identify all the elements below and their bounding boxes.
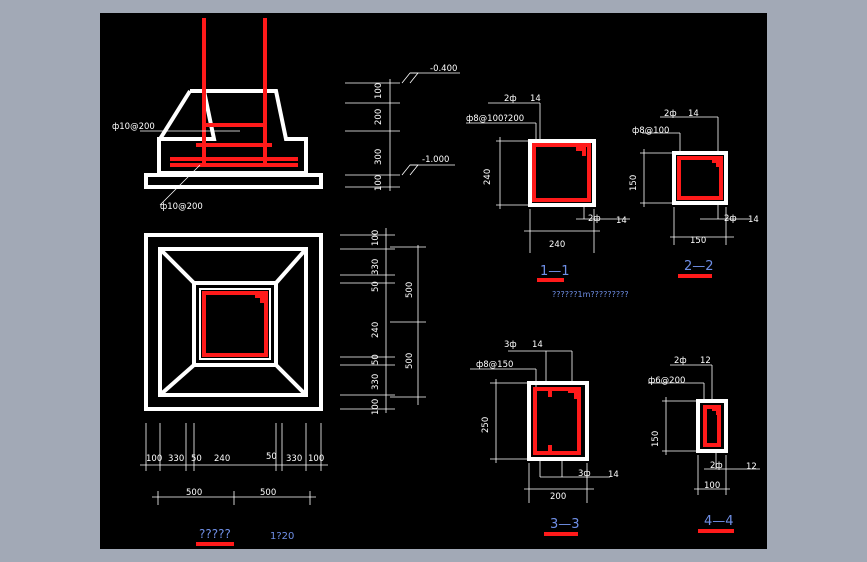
plan-hdim-6: 330 (286, 454, 302, 464)
s44-top-dia: 12 (700, 356, 711, 366)
foundation-title: ????? (199, 527, 231, 541)
s44-title: 4—4 (704, 514, 734, 529)
section-4-4 (648, 364, 760, 495)
s33-width: 200 (550, 492, 566, 502)
elevation-dimensions (345, 72, 460, 191)
s11-height: 240 (483, 169, 493, 185)
plan-vdim-5: 50 (371, 354, 381, 365)
s11-top-bar: 2ф (504, 94, 517, 104)
s33-title: 3—3 (550, 517, 580, 532)
foundation-top-rebar-label: ф10@200 (112, 122, 155, 132)
s33-bottom-dia: 14 (608, 470, 619, 480)
s44-height: 150 (651, 431, 661, 447)
plan-vdim-2: 330 (371, 259, 381, 275)
s22-bottom-dia: 14 (748, 215, 759, 225)
plan-htotal-2: 500 (260, 488, 276, 498)
foundation-bottom-rebar-label: ф10@200 (160, 202, 203, 212)
elev-dim-2: 200 (374, 109, 384, 125)
plan-vertical-dimensions (340, 228, 426, 413)
s33-bottom-bar: 3ф (578, 469, 591, 479)
plan-horizontal-dimensions (140, 423, 328, 505)
section-note: ??????1m????????? (552, 290, 629, 299)
s33-top-bar: 3ф (504, 340, 517, 350)
foundation-plan (144, 233, 323, 411)
s22-height: 150 (629, 175, 639, 191)
s22-title: 2—2 (684, 259, 714, 274)
s11-width: 240 (549, 240, 565, 250)
plan-vtotal-1: 500 (405, 282, 415, 298)
s11-stirrup: ф8@100?200 (466, 114, 524, 124)
s22-top-bar: 2ф (664, 109, 677, 119)
s33-stirrup: ф8@150 (476, 360, 513, 370)
s44-stirrup: ф6@200 (648, 376, 685, 386)
s44-bottom-dia: 12 (746, 462, 757, 472)
s33-height: 250 (481, 417, 491, 433)
foundation-elevation (140, 18, 323, 206)
s44-width: 100 (704, 481, 720, 491)
elevation-bottom-label: -1.000 (422, 155, 449, 165)
s33-top-dia: 14 (532, 340, 543, 350)
drawing-canvas: ф10@200 ф10@200 -0.400 -1.000 100 200 30… (100, 13, 767, 549)
plan-htotal-1: 500 (186, 488, 202, 498)
section-3-3 (470, 350, 610, 503)
s11-title: 1—1 (540, 264, 570, 279)
s11-bottom-bar: 2ф (588, 214, 601, 224)
section-2-2 (640, 116, 750, 245)
s11-bottom-dia: 14 (616, 216, 627, 226)
elev-dim-4: 100 (374, 175, 384, 191)
elev-dim-3: 300 (374, 149, 384, 165)
plan-vdim-1: 100 (371, 230, 381, 246)
foundation-scale: 1?20 (270, 531, 294, 542)
s22-width: 150 (690, 236, 706, 246)
plan-vdim-3: 50 (371, 281, 381, 292)
plan-hdim-7: 100 (308, 454, 324, 464)
plan-hdim-5: 50 (266, 452, 277, 462)
plan-vdim-4: 240 (371, 322, 381, 338)
plan-vtotal-2: 500 (405, 353, 415, 369)
s44-top-bar: 2ф (674, 356, 687, 366)
elev-dim-1: 100 (374, 83, 384, 99)
plan-hdim-2: 330 (168, 454, 184, 464)
plan-hdim-4: 240 (214, 454, 230, 464)
elevation-top-label: -0.400 (430, 64, 457, 74)
s22-top-dia: 14 (688, 109, 699, 119)
s11-top-dia: 14 (530, 94, 541, 104)
plan-hdim-1: 100 (146, 454, 162, 464)
plan-hdim-3: 50 (191, 454, 202, 464)
section-1-1 (466, 102, 630, 253)
plan-vdim-7: 100 (371, 399, 381, 415)
plan-vdim-6: 330 (371, 374, 381, 390)
s22-stirrup: ф8@100 (632, 126, 669, 136)
s22-bottom-bar: 2ф (724, 214, 737, 224)
cad-drawing: ф10@200 ф10@200 -0.400 -1.000 100 200 30… (112, 18, 760, 546)
s44-bottom-bar: 2ф (710, 461, 723, 471)
